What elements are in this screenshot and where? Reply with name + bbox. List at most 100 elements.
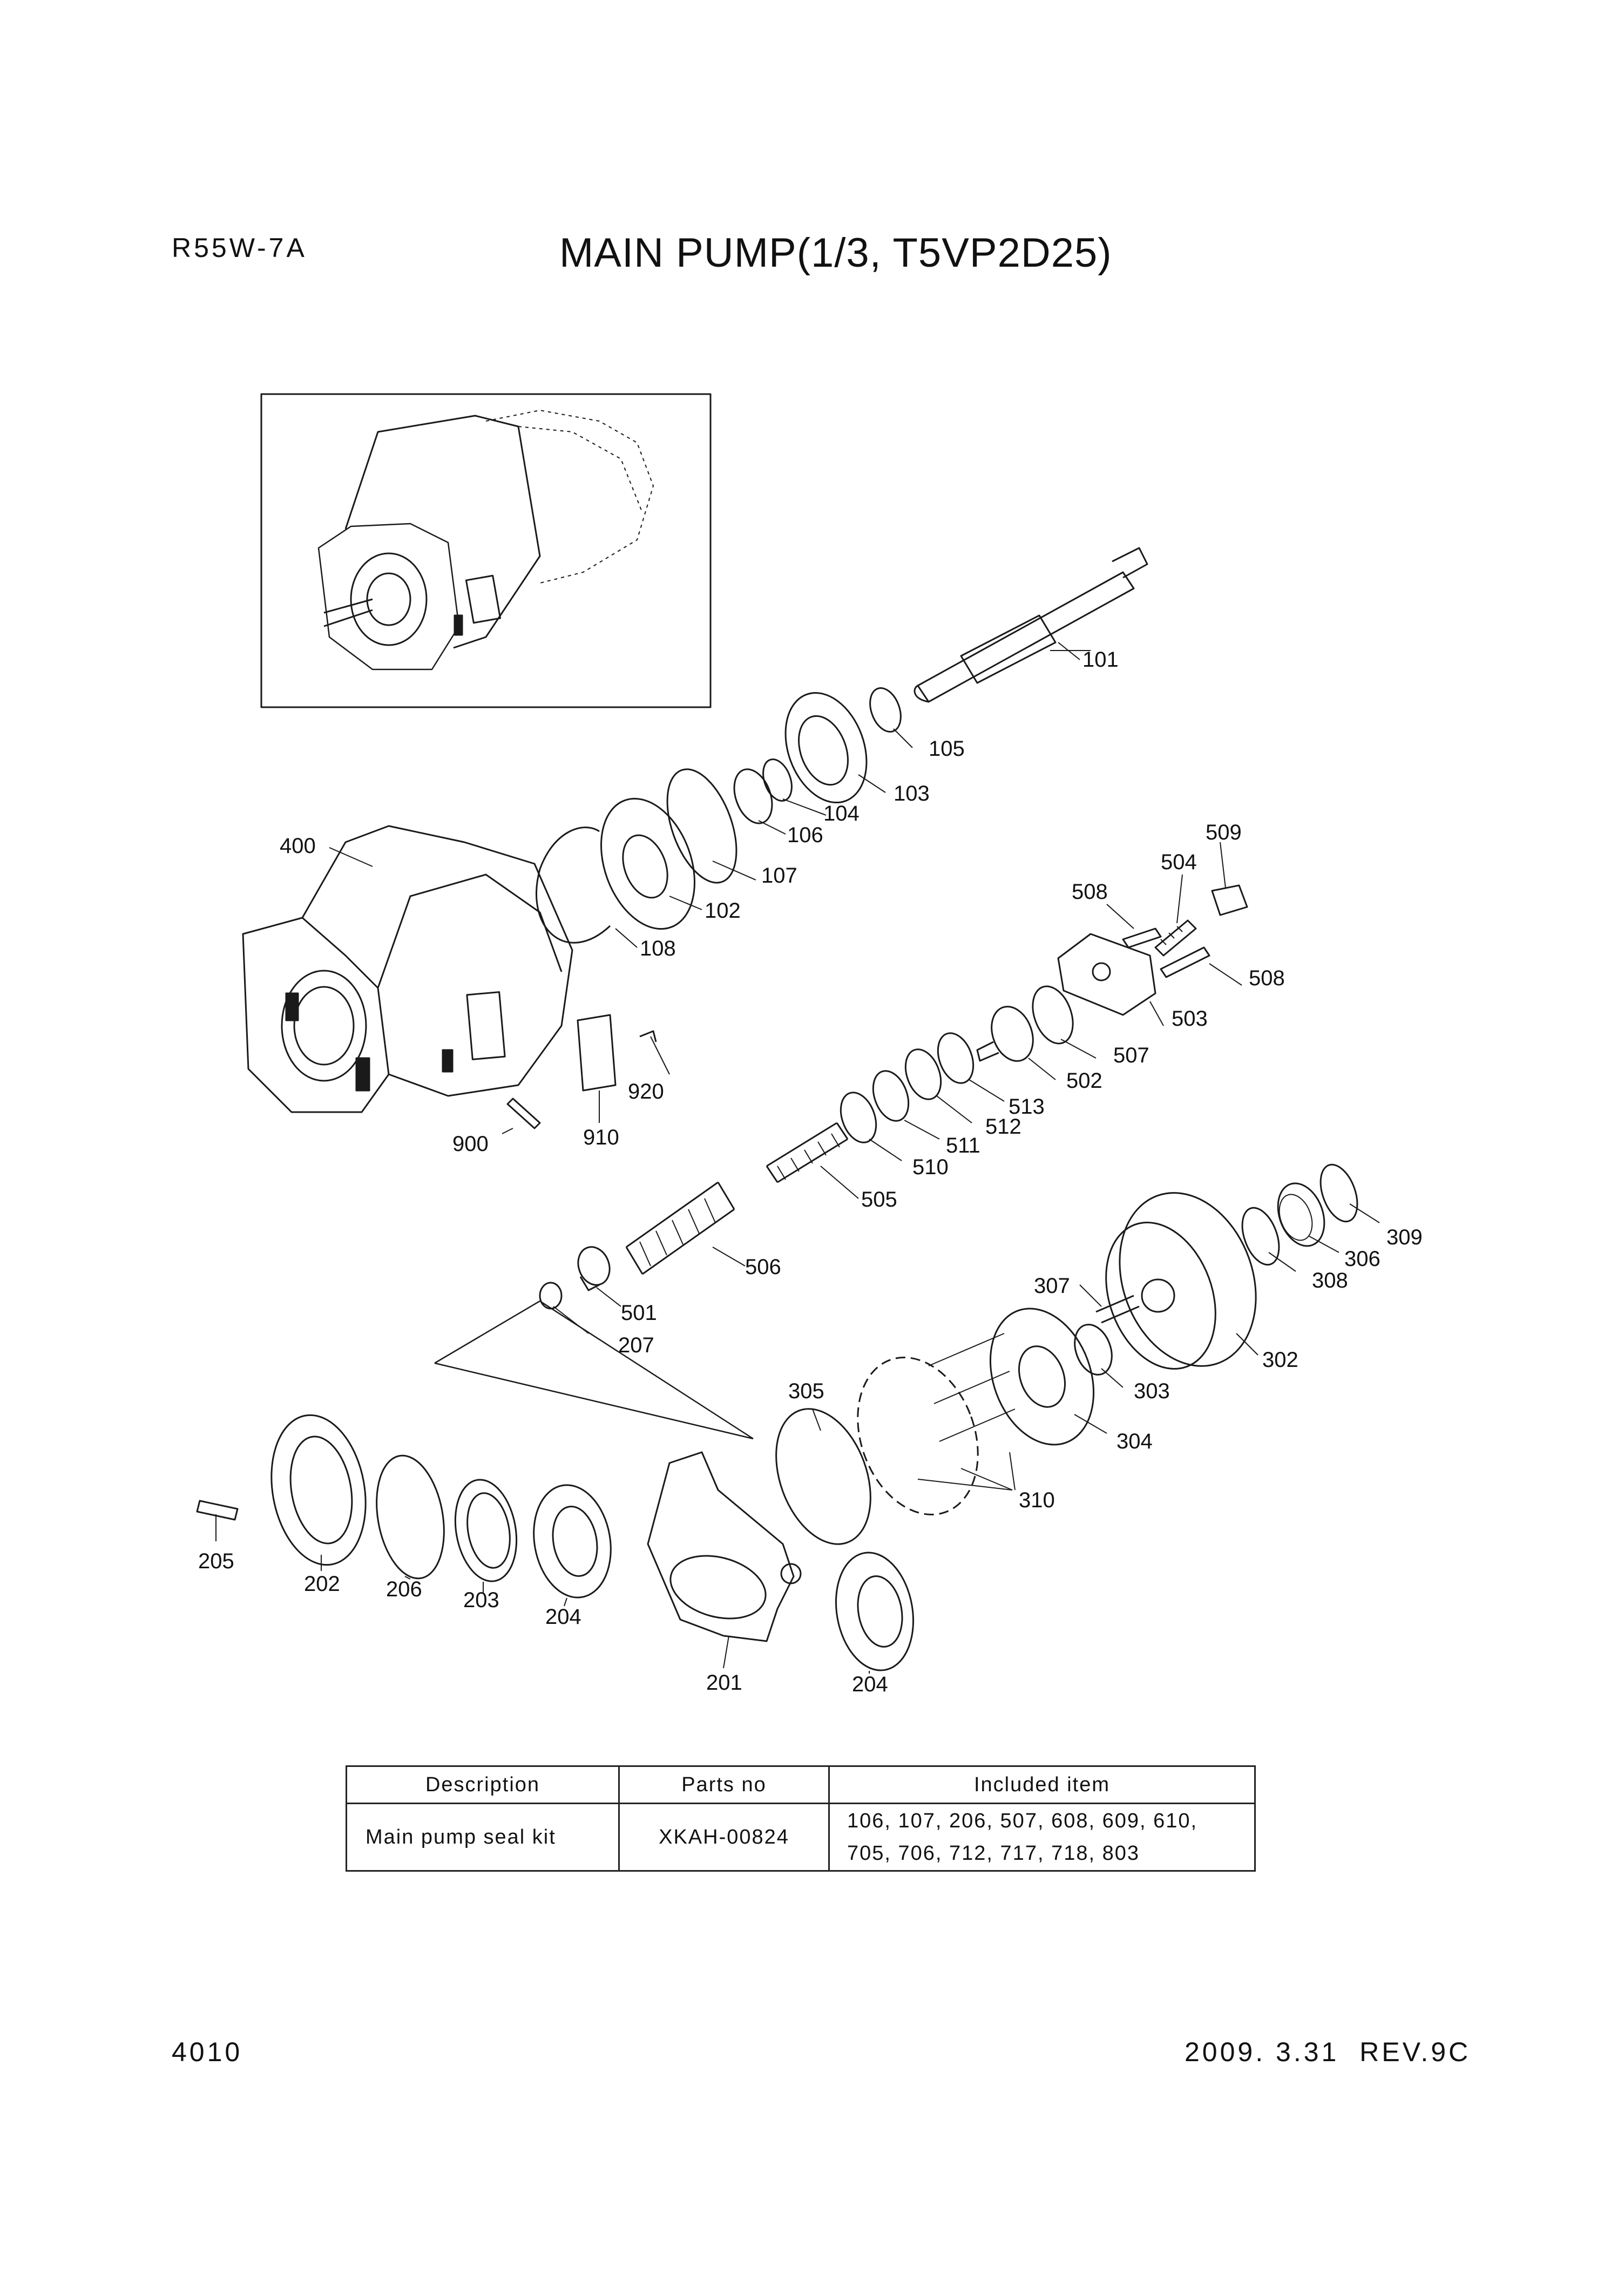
callout-309: 309 bbox=[1386, 1225, 1423, 1249]
callout-509: 509 bbox=[1206, 821, 1242, 844]
part-513-ring bbox=[937, 1032, 975, 1084]
part-101-drive-shaft bbox=[914, 547, 1148, 703]
included-items-line-1: 106, 107, 206, 507, 608, 609, 610, bbox=[847, 1810, 1198, 1832]
callout-507: 507 bbox=[1113, 1044, 1149, 1067]
part-508-bolt-upper bbox=[1122, 927, 1162, 949]
callout-503: 503 bbox=[1172, 1007, 1208, 1031]
column-header-parts-no: Parts no bbox=[618, 1765, 830, 1804]
part-201-swash-plate bbox=[647, 1451, 802, 1642]
callout-512: 512 bbox=[985, 1115, 1021, 1139]
part-504-adjust-screw bbox=[1154, 919, 1197, 957]
part-512-ring bbox=[904, 1048, 942, 1100]
part-503-cover bbox=[1057, 933, 1156, 1016]
callout-400: 400 bbox=[280, 834, 316, 858]
part-107-o-ring bbox=[666, 768, 737, 884]
cell-description: Main pump seal kit bbox=[346, 1803, 620, 1872]
part-507-o-ring bbox=[1032, 985, 1074, 1045]
part-302-cylinder-block bbox=[1105, 1192, 1257, 1370]
callout-511: 511 bbox=[946, 1134, 980, 1157]
callout-107: 107 bbox=[761, 864, 797, 888]
callout-306: 306 bbox=[1344, 1247, 1381, 1271]
table-header-row: Description Parts no Included item bbox=[346, 1765, 1256, 1804]
part-310-piston-shoe bbox=[857, 1333, 1016, 1515]
part-900-screw bbox=[506, 1098, 541, 1129]
part-510-ring bbox=[840, 1092, 877, 1143]
part-204-bearing-left bbox=[533, 1484, 612, 1599]
callout-308: 308 bbox=[1312, 1269, 1348, 1292]
part-511-ring bbox=[872, 1070, 910, 1122]
column-header-description: Description bbox=[346, 1765, 620, 1804]
callout-504: 504 bbox=[1161, 850, 1197, 874]
callout-510: 510 bbox=[912, 1155, 949, 1179]
part-308-washer bbox=[1241, 1207, 1280, 1266]
part-303-ball-guide bbox=[1074, 1324, 1113, 1376]
callout-508-lower: 508 bbox=[1249, 966, 1285, 990]
leader-207-left bbox=[434, 1300, 540, 1364]
callout-305: 305 bbox=[788, 1379, 824, 1403]
part-202-seal-cover bbox=[270, 1414, 367, 1566]
callout-105: 105 bbox=[929, 737, 965, 761]
part-108-snap-ring bbox=[536, 827, 611, 944]
callout-103: 103 bbox=[894, 782, 930, 805]
part-509-nut bbox=[1211, 884, 1248, 916]
callout-206: 206 bbox=[386, 1577, 422, 1601]
leader-207-right bbox=[434, 1362, 754, 1440]
part-103-bearing bbox=[784, 692, 868, 804]
table-row: Main pump seal kit XKAH-00824 106, 107, … bbox=[346, 1803, 1256, 1872]
callout-201: 201 bbox=[706, 1671, 742, 1695]
part-305-shoe-plate bbox=[775, 1408, 871, 1545]
part-501-spring-seat bbox=[577, 1246, 611, 1291]
callout-203: 203 bbox=[463, 1588, 499, 1612]
callout-920: 920 bbox=[628, 1080, 664, 1103]
part-304-set-plate bbox=[989, 1308, 1095, 1446]
callout-310: 310 bbox=[1019, 1488, 1055, 1512]
part-506-spring-outer bbox=[625, 1181, 735, 1275]
column-header-included-item: Included item bbox=[828, 1765, 1256, 1804]
seal-kit-table: Description Parts no Included item Main … bbox=[346, 1765, 1256, 1872]
part-508-bolt-lower bbox=[1160, 946, 1210, 978]
part-106-oil-seal bbox=[733, 768, 773, 824]
page-title: MAIN PUMP(1/3, T5VP2D25) bbox=[559, 230, 1112, 276]
part-502-spring-seat bbox=[976, 1006, 1034, 1062]
callout-513: 513 bbox=[1009, 1095, 1045, 1119]
part-306-spring bbox=[1277, 1182, 1325, 1247]
cell-parts-no: XKAH-00824 bbox=[618, 1803, 830, 1872]
callout-910: 910 bbox=[583, 1126, 619, 1149]
callout-106: 106 bbox=[787, 823, 823, 847]
revision-date: 2009. 3.31 REV.9C bbox=[1185, 2037, 1471, 2067]
part-309-spring-ring bbox=[1320, 1163, 1358, 1223]
part-307-pins bbox=[1095, 1295, 1140, 1324]
callout-108: 108 bbox=[640, 937, 676, 960]
cell-included-items: 106, 107, 206, 507, 608, 609, 610, 705, … bbox=[828, 1803, 1256, 1872]
callout-501: 501 bbox=[621, 1301, 657, 1325]
callout-508-upper: 508 bbox=[1072, 880, 1108, 904]
callout-102: 102 bbox=[705, 899, 741, 923]
callout-900: 900 bbox=[452, 1132, 489, 1156]
callout-204-left: 204 bbox=[545, 1605, 581, 1629]
callout-labels: 101 105 103 104 106 107 102 108 400 509 … bbox=[198, 648, 1423, 1696]
part-102-cover bbox=[600, 797, 695, 930]
part-204-bearing-right bbox=[835, 1552, 915, 1671]
callout-502: 502 bbox=[1066, 1069, 1102, 1093]
part-400-casing bbox=[242, 825, 573, 1113]
part-105-snap-ring bbox=[869, 687, 902, 733]
leader-lines bbox=[215, 642, 1380, 1674]
callout-207: 207 bbox=[618, 1333, 654, 1357]
inset-overview bbox=[260, 393, 712, 708]
part-104-ring bbox=[762, 758, 793, 802]
callout-505: 505 bbox=[861, 1188, 897, 1211]
callout-303: 303 bbox=[1134, 1379, 1170, 1403]
part-505-spring-inner bbox=[766, 1122, 849, 1183]
part-207-plug bbox=[539, 1282, 563, 1310]
callout-302: 302 bbox=[1262, 1348, 1298, 1372]
part-910-name-plate bbox=[577, 1014, 617, 1092]
callout-307: 307 bbox=[1034, 1274, 1070, 1298]
part-205-bolt bbox=[196, 1500, 239, 1521]
part-203-bushing bbox=[454, 1479, 518, 1582]
callout-506: 506 bbox=[745, 1255, 781, 1279]
callout-202: 202 bbox=[304, 1572, 340, 1596]
part-206-o-ring bbox=[376, 1454, 445, 1580]
model-code: R55W-7A bbox=[172, 233, 307, 263]
callout-304: 304 bbox=[1116, 1430, 1153, 1453]
